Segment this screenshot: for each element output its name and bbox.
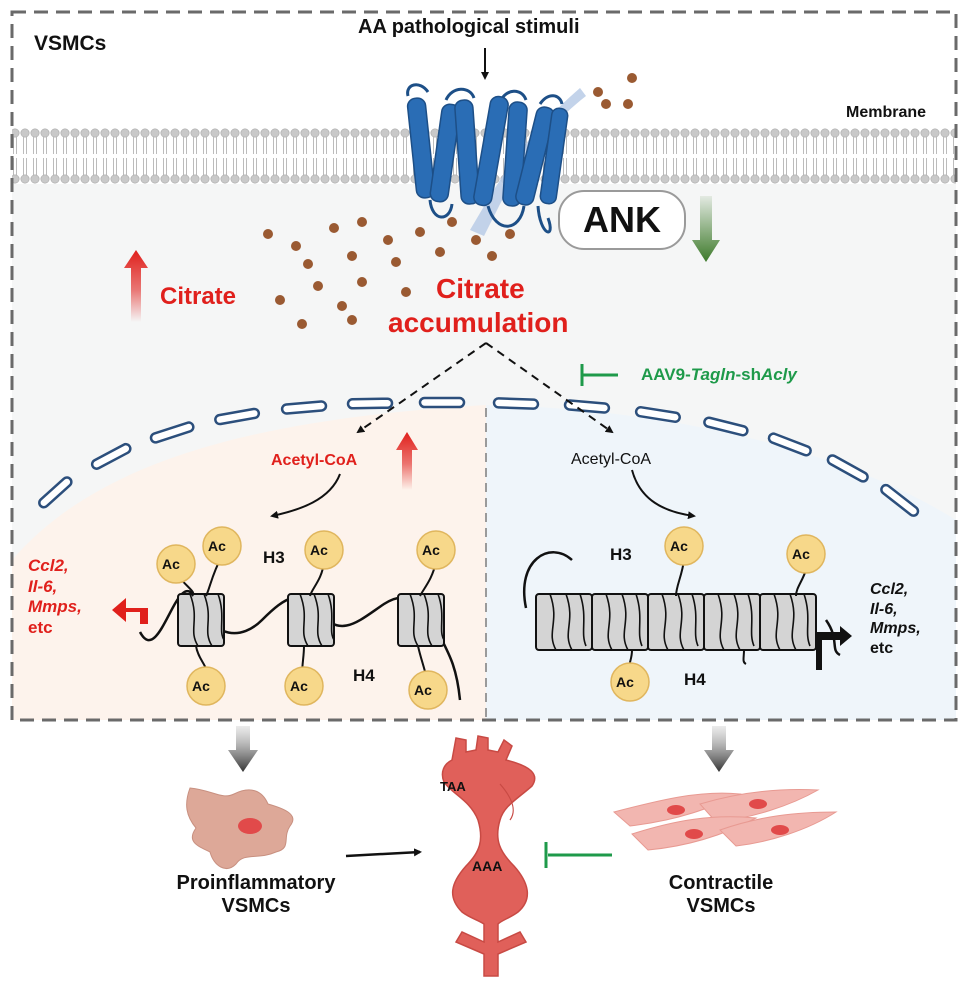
left-h4-label: H4 (353, 666, 375, 685)
acetyl-group-label: Ac (792, 546, 810, 562)
aaa-label: AAA (472, 858, 503, 874)
acetyl-group-label: Ac (310, 542, 328, 558)
contractile-vsmc-icon (612, 789, 838, 851)
nucleus-left-half (12, 405, 486, 720)
acetyl-group-label: Ac (616, 674, 634, 690)
proinflammatory-vsmc-icon (186, 787, 294, 869)
acetyl-group-label: Ac (192, 678, 210, 694)
contractile-line1: Contractile (668, 872, 774, 894)
contractile-inhibition-symbol (544, 842, 612, 868)
acetyl-group-label: Ac (290, 678, 308, 694)
inhibitor-prefix: AAV9- (641, 365, 691, 384)
ank-decrease-arrow (692, 196, 720, 262)
proinflammatory-line1: Proinflammatory (176, 872, 336, 894)
acly-inhibition-symbol (580, 364, 618, 386)
gene-item: etc (28, 618, 53, 638)
ank-label: ANK (583, 199, 661, 240)
membrane-label: Membrane (846, 104, 927, 121)
proinflammatory-line2: VSMCs (221, 895, 291, 917)
gene-item: Ccl2, (28, 556, 69, 575)
inhibitor-mid: -sh (735, 365, 761, 384)
taa-label: TAA (440, 779, 466, 794)
right-acetyl-arrow (631, 469, 696, 520)
right-acetyl-coa-label: Acetyl-CoA (571, 451, 652, 468)
proinflammatory-to-aneurysm-arrow (345, 848, 422, 858)
citrate-accumulation-line1: Citrate (436, 273, 525, 304)
gene-item: Mmps, (870, 620, 921, 638)
gene-item: Mmps, (28, 597, 82, 617)
acetyl-group-label: Ac (670, 538, 688, 554)
stimulus-label: AA pathological stimuli (358, 16, 580, 38)
gene-item: Ccl2, (870, 581, 909, 598)
acetyl-group-label: Ac (162, 556, 180, 572)
aorta-icon (441, 735, 536, 977)
left-gene-list: Ccl2, Il-6, Mmps, etc (28, 556, 82, 639)
cell-boundary (10, 10, 958, 722)
gene-item: Il-6, (28, 576, 58, 596)
right-gene-list: Ccl2, Il-6, Mmps, etc (870, 580, 921, 658)
gene-item: Il-6, (870, 600, 898, 618)
citrate-increase-arrow (124, 250, 148, 322)
inhibitor-gene-2: Acly (760, 365, 797, 384)
left-transcription-arrow (112, 598, 148, 624)
ank-transporter (406, 83, 569, 234)
right-h4-label: H4 (684, 670, 706, 689)
inhibitor-gene-1: Tagln (690, 365, 736, 384)
acetyl-group-label: Ac (422, 542, 440, 558)
ank-label-box: ANK (558, 190, 686, 250)
contractile-line2: VSMCs (686, 895, 756, 917)
proinflammatory-label: Proinflammatory VSMCs (162, 872, 350, 918)
citrate-accumulation-line2: accumulation (388, 307, 569, 338)
left-chromatin (112, 526, 462, 710)
citrate-to-right-arrow (485, 342, 614, 434)
right-outcome-arrow (704, 726, 734, 772)
extracellular-citrate (593, 73, 637, 109)
left-h3-label: H3 (263, 548, 285, 567)
left-outcome-arrow (228, 726, 258, 772)
contractile-label: Contractile VSMCs (656, 872, 786, 918)
citrate-flow-band (470, 88, 586, 236)
cell-label: VSMCs (34, 32, 107, 55)
left-acetyl-coa-label: Acetyl-CoA (271, 452, 358, 469)
right-h3-label: H3 (610, 545, 632, 564)
inhibitor-label: AAV9-Tagln-shAcly (641, 365, 797, 385)
gene-item: etc (870, 639, 894, 657)
left-acetyl-arrow (270, 473, 341, 519)
citrate-label: Citrate (160, 283, 237, 310)
citrate-to-left-arrow (356, 342, 487, 434)
acetyl-coa-increase-arrow (396, 432, 418, 490)
acetyl-group-label: Ac (414, 682, 432, 698)
intracellular-citrate (263, 217, 515, 329)
right-transcription-arrow (816, 626, 852, 670)
nuclear-envelope (38, 396, 920, 517)
acetyl-group-label: Ac (208, 538, 226, 554)
right-chromatin (523, 526, 852, 702)
